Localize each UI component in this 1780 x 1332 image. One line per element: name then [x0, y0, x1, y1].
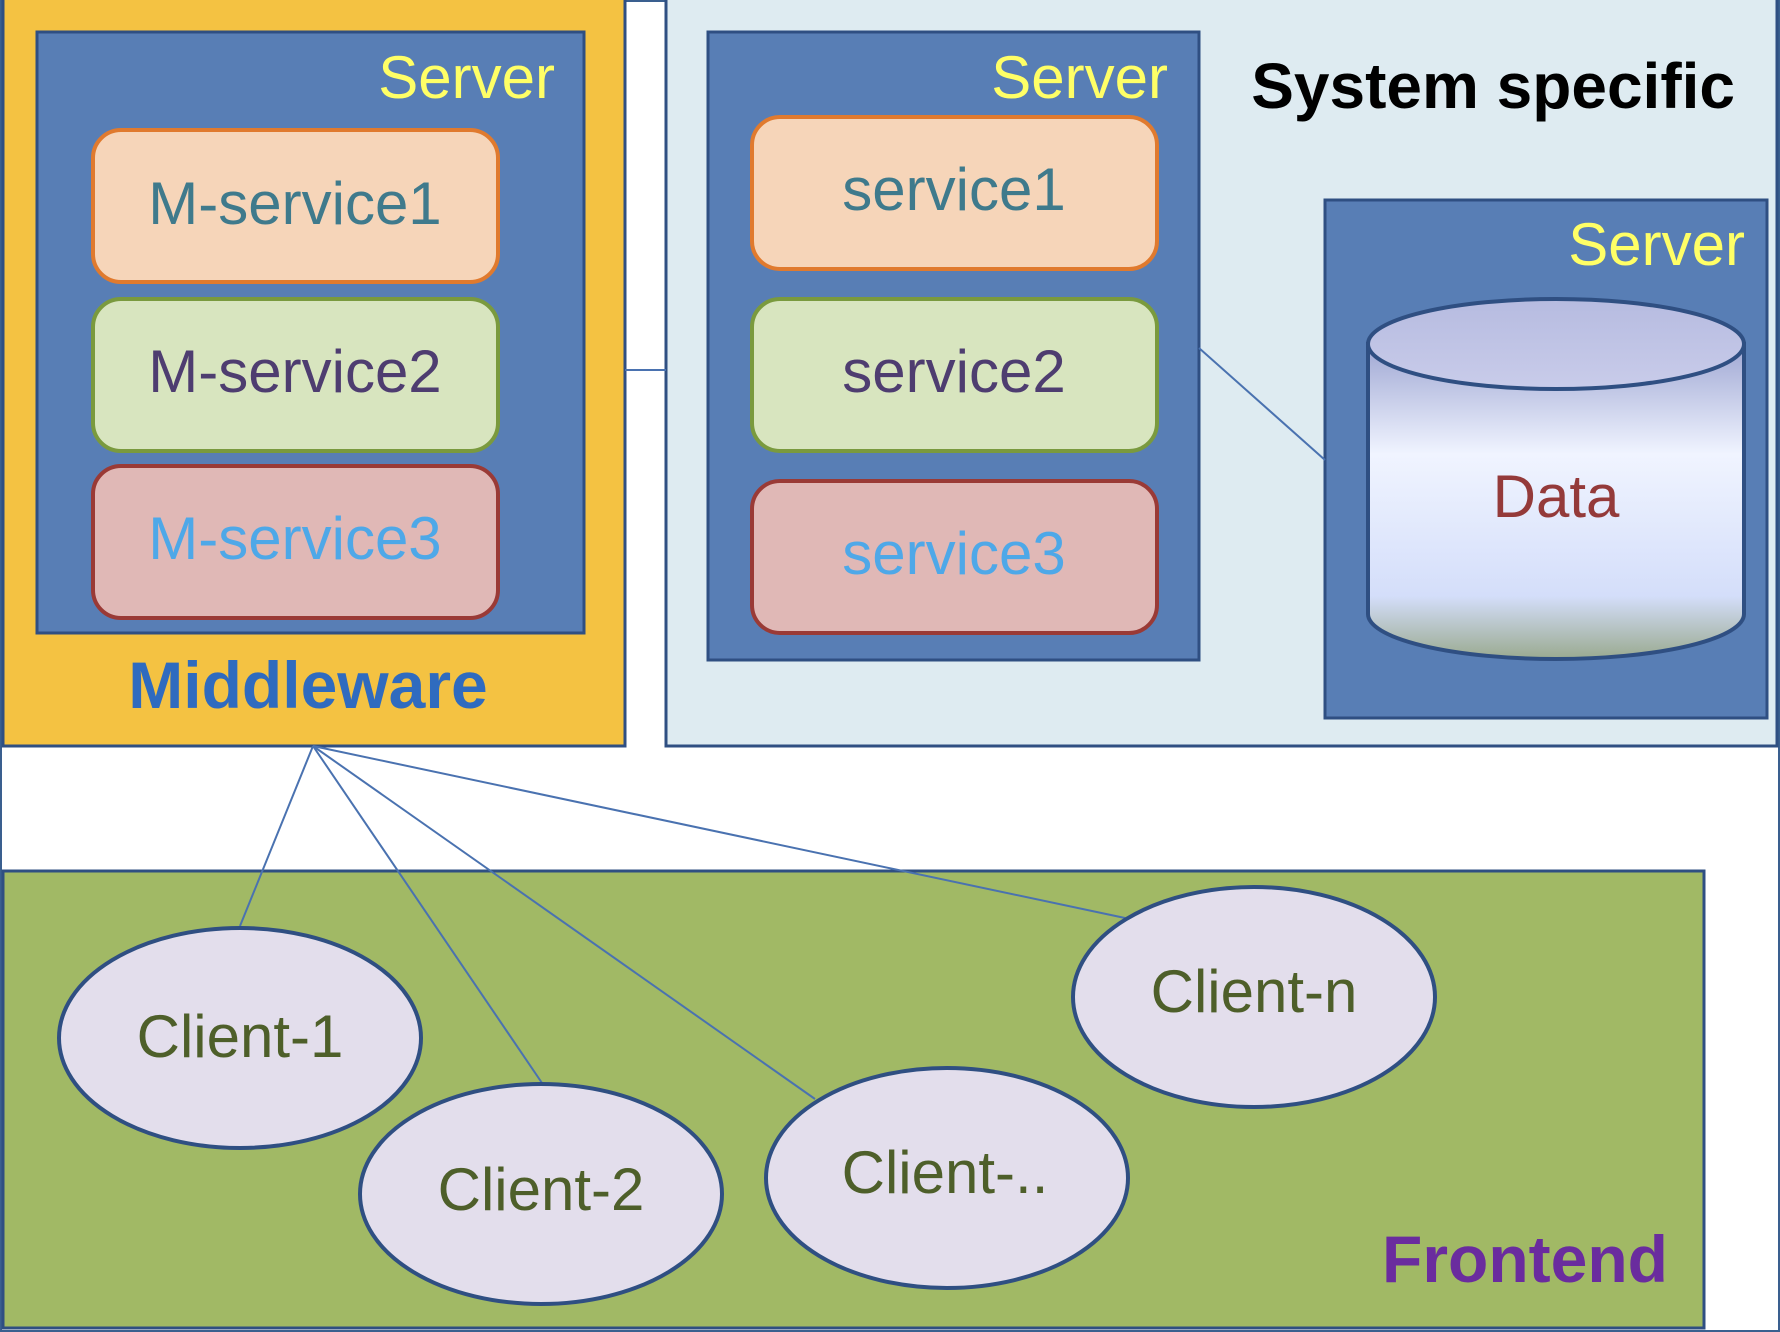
m-service1-box[interactable]: [91, 128, 500, 284]
middleware-server-label: Server: [378, 44, 555, 111]
connector-client-1: [239, 745, 314, 927]
m-service2-box[interactable]: [91, 297, 500, 453]
database-cylinder[interactable]: Data: [1366, 297, 1746, 661]
database-body: [1366, 342, 1746, 661]
service2-label: service2: [842, 338, 1065, 405]
client-n-ellipse: [1071, 885, 1437, 1109]
data-store-label: Data: [1493, 463, 1620, 530]
connector-app-data: [1198, 347, 1326, 461]
m-service1-label: M-service1: [148, 170, 441, 237]
system-specific-title: System specific: [1251, 50, 1735, 122]
service1-box[interactable]: [750, 115, 1159, 271]
client-n-label: Client-n: [1151, 958, 1358, 1025]
system-specific-region: System specific Server service1 service2…: [664, 0, 1779, 748]
client-n[interactable]: Client-n: [1071, 885, 1437, 1109]
clients: Client-1 Client-2 Client-.. Client-n: [57, 885, 1437, 1306]
middleware-region: Server M-service1 M-service2 M-service3 …: [1, 0, 627, 748]
client-1-ellipse: [57, 926, 423, 1150]
database-top: [1366, 297, 1746, 391]
frontend-title: Frontend: [1382, 1222, 1668, 1296]
m-service3-box[interactable]: [91, 464, 500, 620]
m-service3-label: M-service3: [148, 505, 441, 572]
service3-label: service3: [842, 520, 1065, 587]
connector-client-dots: [312, 745, 816, 1100]
client-1-label: Client-1: [137, 1003, 344, 1070]
client-dots-ellipse: [764, 1066, 1130, 1290]
service2-box[interactable]: [750, 297, 1159, 453]
service1-label: service1: [842, 156, 1065, 223]
connector-client-n: [312, 745, 1126, 919]
connectors: [239, 347, 1326, 1100]
client-2-ellipse: [358, 1082, 724, 1306]
client-2-label: Client-2: [438, 1156, 645, 1223]
client-2[interactable]: Client-2: [358, 1082, 724, 1306]
middleware-title: Middleware: [128, 648, 487, 722]
client-1[interactable]: Client-1: [57, 926, 423, 1150]
service3-box[interactable]: [750, 479, 1159, 635]
m-service2-label: M-service2: [148, 338, 441, 405]
app-server-label: Server: [991, 44, 1168, 111]
client-dots-label: Client-..: [842, 1139, 1049, 1206]
data-server-label: Server: [1568, 211, 1745, 278]
connector-client-2: [312, 745, 543, 1084]
client-dots[interactable]: Client-..: [764, 1066, 1130, 1290]
